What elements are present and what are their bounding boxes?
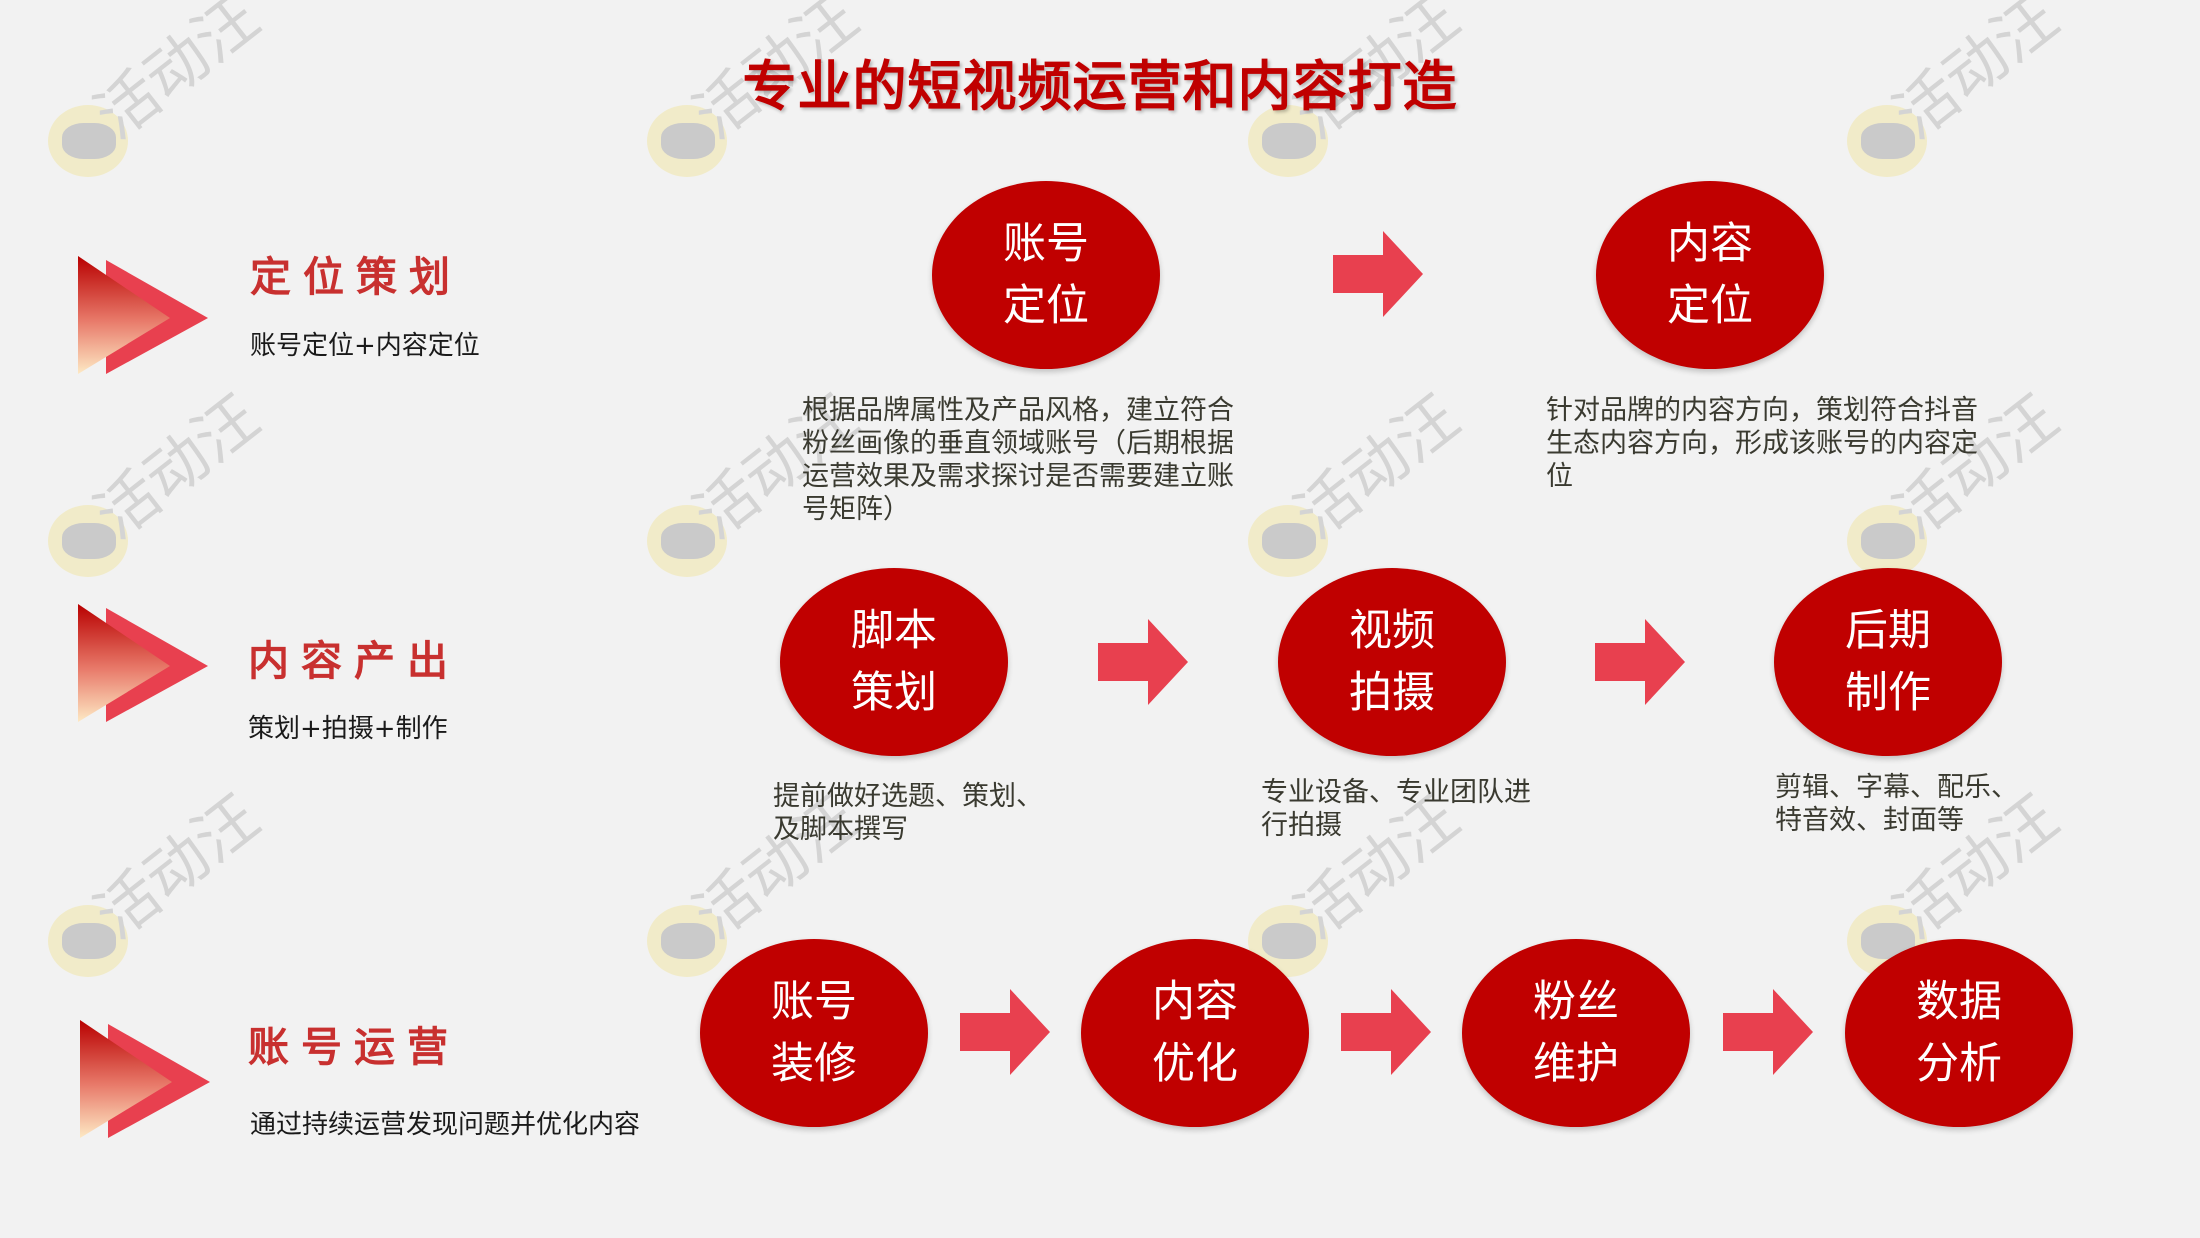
- section-title: 账号运营: [248, 1023, 460, 1071]
- step-label: 定位: [1003, 281, 1089, 331]
- step-label: 策划: [851, 668, 937, 718]
- step-label: 脚本: [851, 606, 937, 656]
- right-arrow-icon: [1333, 231, 1423, 317]
- section-subtitle: 账号定位+内容定位: [250, 331, 480, 361]
- section-title: 内容产出: [248, 637, 460, 685]
- step-label: 粉丝: [1533, 977, 1619, 1027]
- step-post-production: 后期制作: [1774, 568, 2002, 756]
- step-label: 分析: [1916, 1039, 2002, 1089]
- step-label: 拍摄: [1349, 668, 1435, 718]
- step-content-positioning: 内容定位: [1596, 181, 1824, 369]
- step-label: 后期: [1845, 606, 1931, 656]
- section-subtitle: 通过持续运营发现问题并优化内容: [250, 1110, 641, 1140]
- step-label: 优化: [1152, 1039, 1238, 1089]
- step-label: 账号: [1003, 219, 1089, 269]
- step-script-planning: 脚本策划: [780, 568, 1008, 756]
- right-arrow-icon: [1723, 989, 1813, 1075]
- step-label: 数据: [1916, 977, 2002, 1027]
- step-fan-maintenance: 粉丝维护: [1462, 939, 1690, 1127]
- right-arrow-icon: [960, 989, 1050, 1075]
- step-label: 账号: [771, 977, 857, 1027]
- section-subtitle: 策划+拍摄+制作: [248, 714, 448, 744]
- step-label: 内容: [1667, 219, 1753, 269]
- right-arrow-icon: [1595, 619, 1685, 705]
- right-arrow-icon: [1341, 989, 1431, 1075]
- step-description: 提前做好选题、策划、及脚本撰写: [773, 781, 1043, 845]
- step-label: 维护: [1533, 1039, 1619, 1089]
- page-title: 专业的短视频运营和内容打造: [742, 55, 1458, 118]
- step-description: 专业设备、专业团队进行拍摄: [1261, 777, 1531, 841]
- step-label: 内容: [1152, 977, 1238, 1027]
- step-description: 剪辑、字幕、配乐、特音效、封面等: [1775, 772, 2018, 836]
- step-description: 根据品牌属性及产品风格，建立符合粉丝画像的垂直领域账号（后期根据运营效果及需求探…: [802, 395, 1234, 525]
- step-label: 装修: [771, 1039, 857, 1089]
- step-video-shooting: 视频拍摄: [1278, 568, 1506, 756]
- section-arrow-icon: [78, 604, 208, 724]
- section-arrow-icon: [78, 256, 208, 376]
- step-account-decoration: 账号装修: [700, 939, 928, 1127]
- watermark: 活动汪: [28, 381, 288, 595]
- step-label: 制作: [1845, 668, 1931, 718]
- step-description: 针对品牌的内容方向，策划符合抖音生态内容方向，形成该账号的内容定位: [1546, 395, 1978, 492]
- step-label: 视频: [1349, 606, 1435, 656]
- step-account-positioning: 账号定位: [932, 181, 1160, 369]
- section-arrow-icon: [80, 1020, 210, 1140]
- section-title: 定位策划: [250, 253, 462, 301]
- step-label: 定位: [1667, 281, 1753, 331]
- right-arrow-icon: [1098, 619, 1188, 705]
- step-data-analysis: 数据分析: [1845, 939, 2073, 1127]
- watermark: 活动汪: [28, 781, 288, 995]
- step-content-optimization: 内容优化: [1081, 939, 1309, 1127]
- watermark: 活动汪: [1228, 381, 1488, 595]
